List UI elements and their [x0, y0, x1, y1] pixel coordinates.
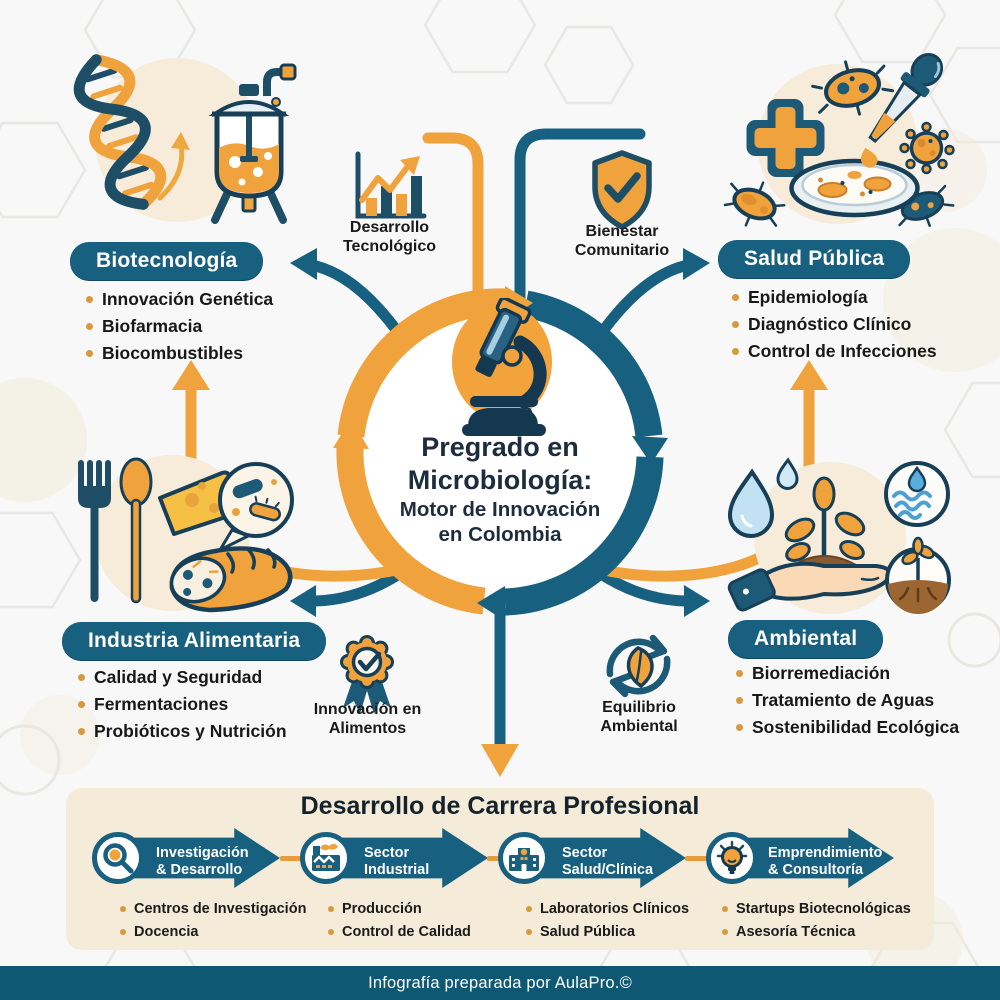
- ambiental-list: Biorremediación Tratamiento de Aguas Sos…: [736, 660, 959, 741]
- list-item: Calidad y Seguridad: [78, 664, 287, 691]
- mid-label-desarrollo-tecnologico: Desarrollo Tecnológico: [342, 219, 437, 255]
- quadrant-title-label: Biotecnología: [96, 249, 238, 272]
- factory-icon: [312, 843, 340, 871]
- mid-label-equilibrio-ambiental: Equilibrio Ambiental: [600, 699, 678, 735]
- hand-plant-icon: [727, 457, 951, 614]
- bullet-dot: [526, 906, 532, 912]
- bullet-dot: [722, 929, 728, 935]
- step-connector: [487, 856, 499, 861]
- bullet-dot: [732, 294, 739, 301]
- bullet-dot: [526, 929, 532, 935]
- career-step-icon-circle: [300, 832, 352, 884]
- career-step-list: Centros de Investigación Docencia: [120, 898, 306, 944]
- bar-chart-icon: [355, 151, 427, 219]
- quadrant-title-industria-alimentaria: Industria Alimentaria: [62, 622, 327, 660]
- bullet-dot: [86, 350, 93, 357]
- center-title-line4: en Colombia: [438, 523, 562, 546]
- bullet-dot: [120, 929, 126, 935]
- list-item: Startups Biotecnológicas: [722, 898, 911, 921]
- hospital-icon: [509, 848, 539, 871]
- bullet-dot: [78, 701, 85, 708]
- award-badge-icon: [340, 635, 394, 714]
- list-item: Epidemiología: [732, 284, 937, 311]
- career-step-icon-circle: [92, 832, 144, 884]
- list-item: Biorremediación: [736, 660, 959, 687]
- bullet-dot: [732, 321, 739, 328]
- career-step-list: Producción Control de Calidad: [328, 898, 471, 944]
- dna-bioreactor-icon: [73, 54, 297, 224]
- bullet-dot: [78, 728, 85, 735]
- biotecnologia-list: Innovación Genética Biofarmacia Biocombu…: [86, 286, 273, 367]
- bullet-dot: [732, 348, 739, 355]
- list-item: Salud Pública: [526, 921, 689, 944]
- career-step-icon-circle: [498, 832, 550, 884]
- list-item: Fermentaciones: [78, 691, 287, 718]
- bullet-dot: [86, 296, 93, 303]
- bullet-dot: [736, 724, 743, 731]
- list-item: Asesoría Técnica: [722, 921, 911, 944]
- bullet-dot: [736, 697, 743, 704]
- list-item: Sostenibilidad Ecológica: [736, 714, 959, 741]
- quadrant-title-label: Ambiental: [754, 627, 858, 650]
- center-title-line2: Microbiología:: [407, 465, 593, 495]
- quadrant-title-biotecnologia: Biotecnología: [70, 242, 264, 280]
- list-item: Diagnóstico Clínico: [732, 311, 937, 338]
- leaf-cycle-icon: [606, 634, 671, 698]
- quadrant-title-label: Industria Alimentaria: [88, 629, 301, 652]
- center-title-line3: Motor de Innovación: [399, 498, 601, 521]
- mid-label-bienestar-comunitario: Bienestar Comunitario: [574, 223, 670, 259]
- list-item: Control de Infecciones: [732, 338, 937, 365]
- list-item: Control de Calidad: [328, 921, 471, 944]
- list-item: Docencia: [120, 921, 306, 944]
- bullet-dot: [722, 906, 728, 912]
- bullet-dot: [736, 670, 743, 677]
- bullet-dot: [328, 906, 334, 912]
- bullet-dot: [78, 674, 85, 681]
- list-item: Tratamiento de Aguas: [736, 687, 959, 714]
- footer-bar: Infografía preparada por AulaPro.©: [0, 966, 1000, 1000]
- list-item: Laboratorios Clínicos: [526, 898, 689, 921]
- list-item: Biofarmacia: [86, 313, 273, 340]
- center-title-line1: Pregrado en: [421, 432, 579, 462]
- list-item: Biocombustibles: [86, 340, 273, 367]
- career-step-label: Sector Industrial: [364, 845, 430, 878]
- list-item: Innovación Genética: [86, 286, 273, 313]
- industria-alimentaria-list: Calidad y Seguridad Fermentaciones Probi…: [78, 664, 287, 745]
- center-title: Pregrado en Microbiología: Motor de Inno…: [350, 431, 650, 547]
- quadrant-title-label: Salud Pública: [744, 247, 885, 270]
- quadrant-title-salud-publica: Salud Pública: [718, 240, 911, 278]
- shield-check-icon: [592, 150, 652, 230]
- career-step-list: Laboratorios Clínicos Salud Pública: [526, 898, 689, 944]
- career-step-label: Investigación & Desarrollo: [156, 845, 249, 878]
- mid-label-innovacion-alimentos: Innovación en Alimentos: [313, 701, 422, 737]
- bullet-dot: [328, 929, 334, 935]
- lightbulb-icon: [716, 840, 748, 874]
- food-icons: [78, 455, 294, 613]
- step-connector: [685, 856, 707, 861]
- list-item: Probióticos y Nutrición: [78, 718, 287, 745]
- magnifier-icon: [103, 843, 134, 874]
- footer-credit: Infografía preparada por AulaPro.©: [368, 973, 632, 992]
- microscope-icon: [452, 298, 552, 436]
- career-step-icon-circle: [706, 832, 758, 884]
- bullet-dot: [86, 323, 93, 330]
- list-item: Producción: [328, 898, 471, 921]
- career-title: Desarrollo de Carrera Profesional: [300, 792, 700, 820]
- career-step-label: Emprendimiento & Consultoría: [768, 845, 883, 878]
- career-step-list: Startups Biotecnológicas Asesoría Técnic…: [722, 898, 911, 944]
- medical-cross-petri-dish-icon: [723, 52, 955, 227]
- bullet-dot: [120, 906, 126, 912]
- career-step-label: Sector Salud/Clínica: [562, 845, 654, 878]
- quadrant-title-ambiental: Ambiental: [728, 620, 884, 658]
- salud-publica-list: Epidemiología Diagnóstico Clínico Contro…: [732, 284, 937, 365]
- step-connector: [280, 856, 301, 861]
- list-item: Centros de Investigación: [120, 898, 306, 921]
